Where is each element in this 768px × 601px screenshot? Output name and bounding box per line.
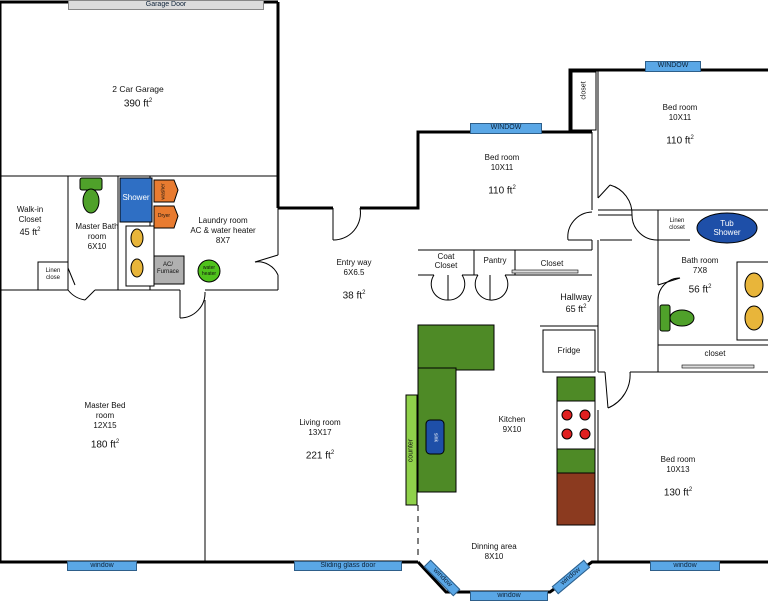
dryer-label: Dryer [157, 213, 171, 219]
island-sink [425, 419, 445, 455]
closet-rod-bath [681, 364, 755, 369]
closet-ne-label: closet [580, 81, 588, 100]
fridge-label: Fridge [557, 346, 581, 355]
counter [405, 394, 418, 506]
tub-shower-label: Tub Shower [713, 219, 741, 237]
bath-toilet [659, 304, 695, 332]
counter-label: counter [407, 438, 415, 463]
room-kitchen: Kitchen 9X10 [498, 415, 526, 434]
room-dining: Dinning area 8X10 [471, 542, 517, 561]
tub-shower [696, 212, 758, 244]
closet-bath-label: closet [704, 349, 726, 358]
room-entry: Entry way 6X6.5 38 ft2 [336, 258, 372, 302]
master-sinks [125, 225, 155, 287]
kitchen-run [556, 376, 596, 526]
master-toilet [79, 177, 103, 214]
pantry-label: Pantry [483, 256, 507, 265]
window-top-center: WINDOW [470, 123, 542, 134]
linen-close-label: Linen close [45, 268, 61, 281]
room-master-bed: Master Bed room 12X15 180 ft2 [84, 401, 126, 451]
room-master-bath: Master Bath room 6X10 [75, 222, 119, 251]
window-top-ne: WINDOW [645, 61, 701, 72]
water-heater [197, 259, 221, 283]
ac-furnace-label: AC/ Furnace [156, 262, 179, 275]
door-swings [67, 184, 681, 409]
room-laundry: Laundry room AC & water heater 8X7 [190, 216, 256, 245]
room-bed-ne: Bed room 10X11 110 ft2 [662, 103, 698, 147]
linen-closet-label: Linen closet [669, 218, 685, 231]
room-living: Living room 13X17 221 ft2 [299, 418, 341, 462]
shower-stall [119, 177, 153, 223]
kitchen-island [417, 324, 495, 493]
dryer [153, 205, 179, 229]
closet-center-label: Closet [540, 259, 564, 268]
room-bed-se: Bed room 10X13 130 ft2 [660, 455, 696, 499]
coat-closet-label: Coat Closet [434, 252, 458, 270]
shower-label: Shower [122, 193, 150, 202]
room-bed-center: Bed room 10X11 110 ft2 [484, 153, 520, 197]
closet-rod-center [511, 269, 579, 274]
window-bottom-right: window [650, 561, 720, 571]
fridge-box [542, 329, 596, 373]
room-hallway: Hallway 65 ft2 [560, 292, 592, 314]
room-garage: 2 Car Garage 390 ft2 [112, 84, 164, 110]
window-bottom-left: window [67, 561, 137, 571]
sliding-glass-door: Sliding glass door [294, 561, 402, 571]
bath-sinks [736, 261, 768, 341]
water-heater-label: water heater [201, 265, 217, 277]
room-bath: Bath room 7X8 56 ft2 [681, 256, 719, 296]
garage-door: Garage Door [68, 0, 264, 10]
sink-label: sink [432, 433, 439, 442]
washer-label: washer [160, 183, 167, 200]
room-walkin-closet: Walk-in Closet 45 ft2 [16, 205, 44, 237]
washer [153, 179, 179, 203]
